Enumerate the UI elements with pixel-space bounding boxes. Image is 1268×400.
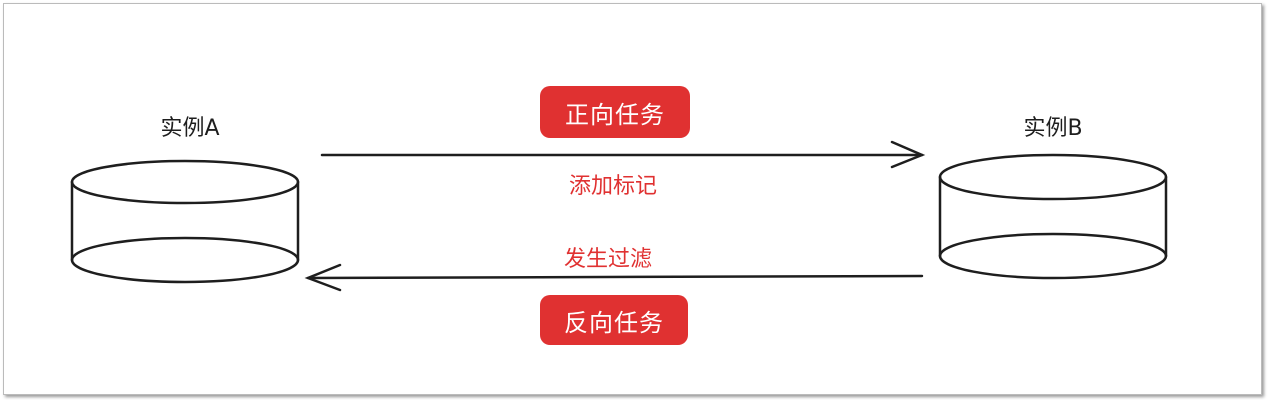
reverse-arrow (304, 263, 924, 292)
instance-a-label: 实例A (160, 116, 220, 141)
instance-b-label: 实例B (1023, 116, 1083, 141)
database-cylinder-b (938, 153, 1168, 280)
add-mark-label: 添加标记 (568, 174, 658, 199)
forward-arrow (320, 140, 926, 169)
database-cylinder-a (70, 159, 300, 284)
filter-occurred-label: 发生过滤 (563, 247, 653, 272)
reverse-task-badge: 反向任务 (540, 295, 688, 345)
forward-task-badge: 正向任务 (540, 86, 690, 138)
